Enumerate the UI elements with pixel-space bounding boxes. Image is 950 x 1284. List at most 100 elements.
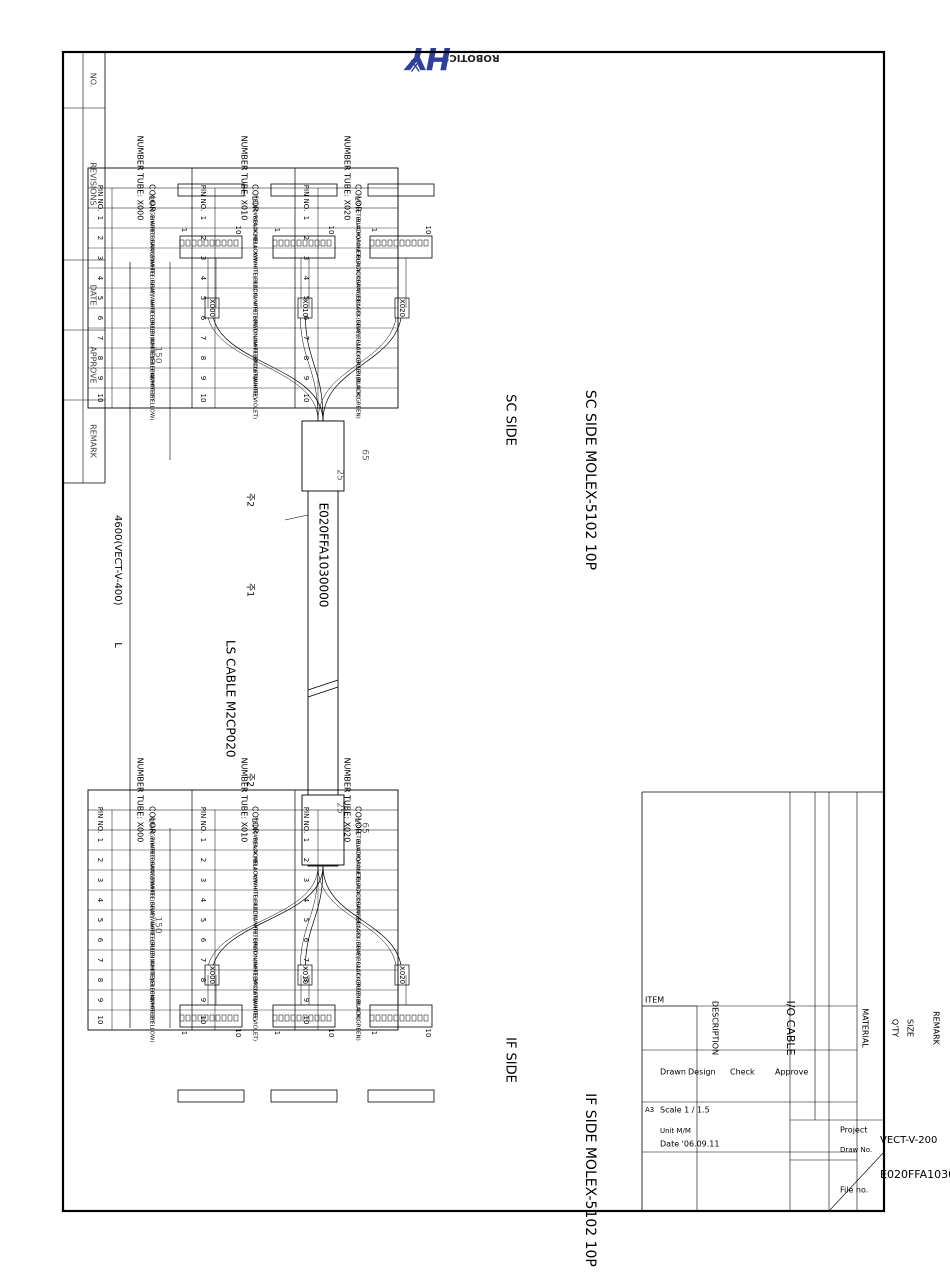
if-pin-last-X020: 10 <box>424 1029 432 1038</box>
sc-table-pin-1-8: 8 <box>199 356 207 360</box>
if-table-pin-header-2: PIN NO. <box>302 807 310 833</box>
sc-mating-connector-X010 <box>270 183 338 197</box>
sc-pin-X020-8 <box>381 239 387 247</box>
if-pin-X000-5 <box>209 1014 215 1022</box>
sc-table-color-0-7: GREEN(WHITE) <box>149 317 155 358</box>
cable-break-right <box>307 686 339 698</box>
sc-table-color-2-5: GRAY(BLACK) <box>355 280 361 317</box>
if-table-color-header-2: COLOR <box>354 806 363 834</box>
if-table-color-2-10: BLACK(GREEN) <box>355 999 361 1041</box>
sc-table-pin-header-0: PIN NO. <box>96 185 104 211</box>
if-table-header-2: NUMBER TUBE: X020 <box>343 758 352 843</box>
sc-pin-last-X020: 10 <box>424 226 432 235</box>
sc-table-pin-0-8: 8 <box>96 356 104 360</box>
sc-table-pin-1-3: 3 <box>199 256 207 260</box>
sc-table-pin-1-6: 6 <box>199 316 207 321</box>
if-tube-label-X010: X010 <box>301 966 309 984</box>
sc-table-pin-1-7: 7 <box>199 336 207 340</box>
sc-pin-X000-9 <box>185 239 191 247</box>
if-table-color-1-7: BRWON(WHITE) <box>252 938 258 982</box>
revision-remark-label: REMARK <box>89 424 98 459</box>
if-table-pin-2-6: 6 <box>302 938 310 943</box>
if-table-pin-1-8: 8 <box>199 978 207 982</box>
if-branch-wire2-X000 <box>206 865 319 976</box>
tb-project-label: Project <box>840 1126 867 1135</box>
sc-pin-X010-1 <box>326 239 332 247</box>
sc-pin-X000-6 <box>203 239 209 247</box>
sc-branch-wire2-X000 <box>206 307 319 422</box>
if-branch-wire2-X010 <box>299 865 319 976</box>
sc-pin-X010-6 <box>296 239 302 247</box>
if-table-pin-1-7: 7 <box>199 958 207 962</box>
if-pin-X010-1 <box>326 1014 332 1022</box>
revision-approve-label: APPROVE <box>89 346 98 383</box>
sc-table-color-2-7: BLUE(BLACK) <box>355 320 361 356</box>
if-table-pin-1-3: 3 <box>199 878 207 882</box>
if-table-pin-2-10: 10 <box>302 1016 310 1025</box>
if-pin-X010-4 <box>308 1014 314 1022</box>
title-block-diagonal <box>828 1151 885 1212</box>
if-pin-X000-4 <box>215 1014 221 1022</box>
tb-item-label: ITEM <box>645 996 664 1005</box>
if-pin-X010-3 <box>314 1014 320 1022</box>
if-table-pin-2-5: 5 <box>302 918 310 922</box>
sc-table-color-header-1: COLOR <box>251 184 260 212</box>
sc-pin-X000-5 <box>209 239 215 247</box>
sc-pin-X000-2 <box>227 239 233 247</box>
sc-table-color-0-2: WHITE(ORANGE) <box>149 215 155 261</box>
if-table-color-0-5: BLUE(WHITE) <box>149 902 155 938</box>
sc-table-pin-0-7: 7 <box>96 336 104 340</box>
sc-pin-X020-5 <box>399 239 405 247</box>
if-table-color-2-1: VIOLET(BLACK) <box>355 819 361 861</box>
sc-table-pin-header-1: PIN NO. <box>199 185 207 211</box>
tb-size-label: SIZE <box>906 1019 915 1037</box>
if-table-pin-2-1: 1 <box>302 838 310 842</box>
dim-150-if: 150 <box>153 916 163 933</box>
if-mating-connector-X020 <box>367 1089 435 1103</box>
if-table-color-0-6: WHITE(BLUE) <box>149 922 155 958</box>
sc-connector-housing-X020 <box>369 235 433 259</box>
if-tube-marker-X020 <box>394 964 410 986</box>
if-table-pin-2-7: 7 <box>302 958 310 962</box>
if-table-color-0-4: WHITE(GRAY) <box>149 882 155 919</box>
if-table-pin-1-5: 5 <box>199 918 207 922</box>
tb-drawn-label: Drawn <box>660 1068 686 1077</box>
if-table-color-0-10: WHITE(YELLOW) <box>149 998 155 1043</box>
if-pin-X000-2 <box>227 1014 233 1022</box>
if-table-pin-2-3: 3 <box>302 878 310 882</box>
if-table-color-0-1: ORANGE(WHITE) <box>149 817 155 863</box>
if-table-pin-1-9: 9 <box>199 998 207 1002</box>
if-table-pin-0-7: 7 <box>96 958 104 962</box>
if-table-pin-0-2: 2 <box>96 858 104 862</box>
sc-table-pin-0-10: 10 <box>96 394 104 403</box>
sc-table-pin-0-2: 2 <box>96 236 104 240</box>
if-pin-X020-7 <box>387 1014 393 1022</box>
cable-sleeve-label: E020FFA1030000 <box>317 503 331 608</box>
sc-table-color-header-0: COLOR <box>148 184 157 212</box>
sc-table-color-2-1: VIOLET(BLACK) <box>355 197 361 239</box>
sc-table-pin-2-3: 3 <box>302 256 310 260</box>
if-table-pin-0-5: 5 <box>96 918 104 922</box>
if-tube-label-X000: X000 <box>208 966 216 984</box>
callout-1-leader <box>284 514 309 521</box>
sc-table-header-1: NUMBER TUBE: X010 <box>240 136 249 221</box>
if-table-color-0-9: YELLOW(WHITE) <box>149 977 155 1023</box>
sc-pin-X010-9 <box>278 239 284 247</box>
if-pin-first-X010: 1 <box>273 1031 281 1035</box>
if-table-pin-0-10: 10 <box>96 1016 104 1025</box>
tb-unit-label: Unit M/M <box>660 1127 691 1135</box>
sc-table-pin-0-5: 5 <box>96 296 104 300</box>
if-table-color-1-9: VIOLET(WHITE) <box>252 979 258 1021</box>
if-table-color-2-2: BLACK(VIOLET) <box>355 839 361 881</box>
if-table-pin-1-2: 2 <box>199 858 207 862</box>
sc-branch-wire-X010 <box>304 307 324 422</box>
revision-revisions-label: REVISIONS <box>89 162 98 205</box>
if-table-color-1-10: WHITE(VIOLET) <box>252 999 258 1041</box>
if-table-color-2-9: GREEN(BLACK) <box>355 979 361 1021</box>
sc-table-color-2-4: BLACK(ORANGE) <box>355 255 361 301</box>
if-table-pin-1-4: 4 <box>199 898 207 903</box>
if-table-color-header-0: COLOR <box>148 806 157 834</box>
if-table-pin-header-1: PIN NO. <box>199 807 207 833</box>
